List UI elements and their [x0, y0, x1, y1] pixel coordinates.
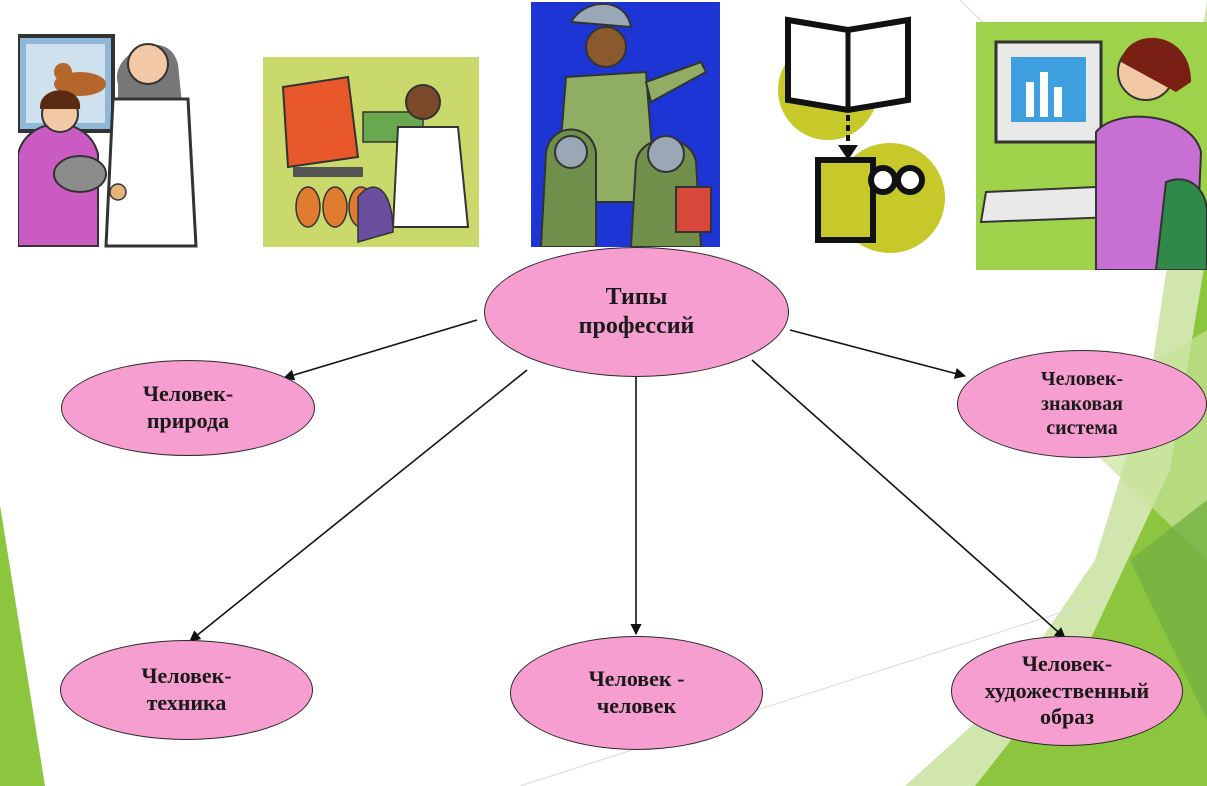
book-and-reader-clipart-icon [778, 16, 945, 253]
arrow-to-art [751, 359, 1066, 639]
tour-guide-with-children-clipart-icon [531, 2, 720, 247]
center-node: Типы профессий [484, 247, 789, 377]
arrow-to-nature [282, 319, 478, 381]
laboratory-technician-clipart-icon [263, 57, 479, 247]
veterinarian-clipart-icon [18, 34, 198, 248]
woman-at-computer-clipart-icon [976, 22, 1207, 270]
node-human-sign-system: Человек- знаковая система [957, 350, 1207, 458]
node-human-technology: Человек- техника [60, 640, 313, 740]
node-human-human: Человек - человек [510, 636, 763, 750]
arrow-to-tech [189, 369, 528, 642]
node-human-artistic-image: Человек- художественный образ [951, 636, 1183, 746]
node-human-nature: Человек- природа [61, 360, 315, 456]
arrow-to-sign [789, 329, 967, 379]
